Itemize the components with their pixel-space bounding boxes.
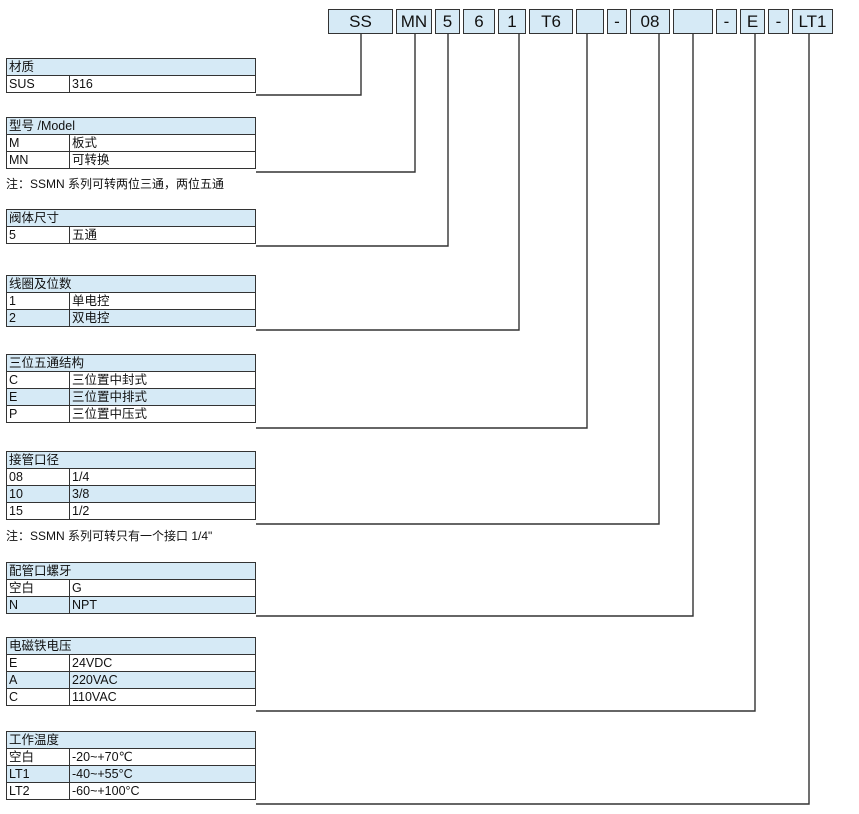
port-value: 1/2: [69, 502, 256, 520]
model-code: M: [6, 134, 70, 152]
coil-title: 线圈及位数: [6, 275, 256, 293]
body-size-code: 5: [6, 226, 70, 244]
port-value: 1/4: [69, 468, 256, 486]
connector-material: [256, 34, 362, 96]
voltage-code: C: [6, 688, 70, 706]
code-seg-e: E: [740, 9, 765, 34]
voltage-code: E: [6, 654, 70, 672]
voltage-title: 电磁铁电压: [6, 637, 256, 655]
temperature-value: -20~+70℃: [69, 748, 256, 766]
model-value: 可转换: [69, 151, 256, 169]
code-seg-5: 5: [435, 9, 460, 34]
code-seg-dash-3: -: [768, 9, 789, 34]
structure-code: P: [6, 405, 70, 423]
port-value: 3/8: [69, 485, 256, 503]
port-code: 10: [6, 485, 70, 503]
code-seg-dash-2: -: [716, 9, 737, 34]
code-seg-ss: SS: [328, 9, 393, 34]
material-code: SUS: [6, 75, 70, 93]
code-seg-blank-2: [673, 9, 713, 34]
thread-value: NPT: [69, 596, 256, 614]
connector-body-size: [256, 34, 449, 247]
model-value: 板式: [69, 134, 256, 152]
model-code-row: SS MN 5 6 1 T6 - 08 - E - LT1: [328, 9, 835, 34]
port-code: 08: [6, 468, 70, 486]
model-note: 注：SSMN 系列可转两位三通，两位五通: [6, 177, 225, 191]
structure-code: C: [6, 371, 70, 389]
temperature-title: 工作温度: [6, 731, 256, 749]
connector-structure: [256, 34, 588, 429]
structure-value: 三位置中封式: [69, 371, 256, 389]
body-size-title: 阀体尺寸: [6, 209, 256, 227]
code-seg-6: 6: [463, 9, 495, 34]
structure-value: 三位置中排式: [69, 388, 256, 406]
port-title: 接管口径: [6, 451, 256, 469]
structure-title: 三位五通结构: [6, 354, 256, 372]
code-seg-t6: T6: [529, 9, 573, 34]
structure-code: E: [6, 388, 70, 406]
material-value: 316: [69, 75, 256, 93]
code-seg-lt1: LT1: [792, 9, 833, 34]
temperature-code: LT1: [6, 765, 70, 783]
connector-temperature: [256, 34, 810, 805]
coil-value: 双电控: [69, 309, 256, 327]
thread-value: G: [69, 579, 256, 597]
code-seg-08: 08: [630, 9, 670, 34]
body-size-value: 五通: [69, 226, 256, 244]
port-code: 15: [6, 502, 70, 520]
port-note: 注：SSMN 系列可转只有一个接口 1/4": [6, 529, 213, 543]
temperature-code: 空白: [6, 748, 70, 766]
voltage-code: A: [6, 671, 70, 689]
voltage-value: 24VDC: [69, 654, 256, 672]
code-seg-dash-1: -: [607, 9, 627, 34]
structure-value: 三位置中压式: [69, 405, 256, 423]
coil-code: 1: [6, 292, 70, 310]
temperature-table: 工作温度 空白-20~+70℃ LT1-40~+55°C LT2-60~+100…: [6, 731, 256, 800]
temperature-value: -40~+55°C: [69, 765, 256, 783]
connector-thread: [256, 34, 694, 617]
model-title: 型号 /Model: [6, 117, 256, 135]
temperature-code: LT2: [6, 782, 70, 800]
model-code: MN: [6, 151, 70, 169]
connector-voltage: [256, 34, 756, 712]
material-title: 材质: [6, 58, 256, 76]
voltage-value: 220VAC: [69, 671, 256, 689]
code-seg-1: 1: [498, 9, 526, 34]
code-seg-mn: MN: [396, 9, 432, 34]
code-seg-blank-1: [576, 9, 604, 34]
voltage-value: 110VAC: [69, 688, 256, 706]
connector-coil: [256, 34, 520, 331]
coil-code: 2: [6, 309, 70, 327]
connector-model: [256, 34, 416, 173]
thread-code: 空白: [6, 579, 70, 597]
coil-value: 单电控: [69, 292, 256, 310]
temperature-value: -60~+100°C: [69, 782, 256, 800]
thread-code: N: [6, 596, 70, 614]
thread-title: 配管口螺牙: [6, 562, 256, 580]
connector-port: [256, 34, 660, 525]
